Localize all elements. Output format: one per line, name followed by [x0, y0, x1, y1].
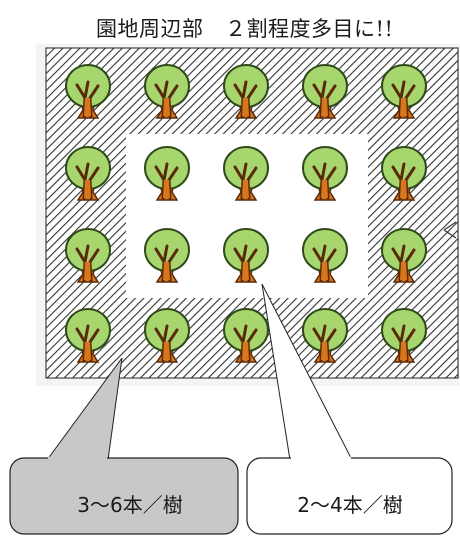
callout-left-box	[9, 457, 239, 535]
callout-right-pointer	[261, 283, 353, 461]
callout-left-pointer	[46, 357, 123, 461]
page-title: 園地周辺部 ２割程度多目に!!	[96, 17, 394, 41]
callout-label-perimeter: 3～6本／樹	[77, 493, 183, 517]
callout-label-interior: 2～4本／樹	[297, 493, 403, 517]
arrow-icon	[443, 221, 457, 239]
